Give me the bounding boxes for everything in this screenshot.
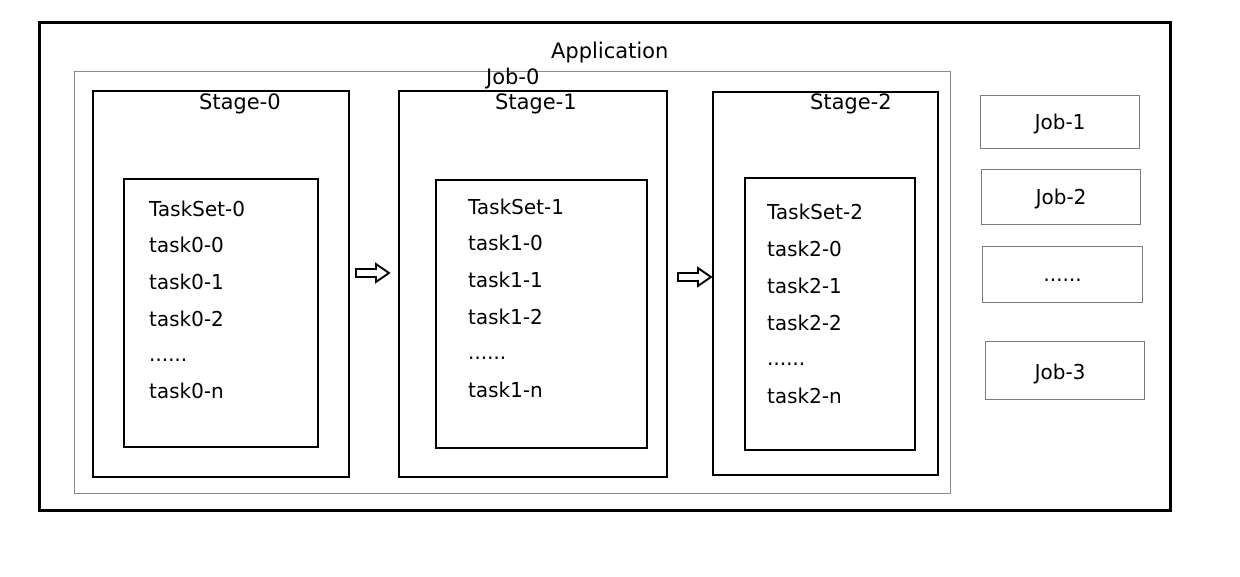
taskset-1-box xyxy=(435,179,648,449)
job-more-box xyxy=(982,246,1143,303)
job-1-label: Job-1 xyxy=(1034,110,1086,134)
task-item: task1-1 xyxy=(468,268,543,292)
task-ellipsis: ...... xyxy=(767,346,806,370)
task-item: task2-2 xyxy=(767,311,842,335)
job-3-box xyxy=(985,341,1145,400)
job-more-label: ...... xyxy=(1043,262,1082,286)
right-arrow-icon xyxy=(677,266,713,288)
application-label: Application xyxy=(551,39,669,63)
taskset-1-label: TaskSet-1 xyxy=(468,195,564,219)
task-item: task0-n xyxy=(149,379,224,403)
taskset-2-box xyxy=(744,177,916,451)
task-ellipsis: ...... xyxy=(149,342,188,366)
job-2-label: Job-2 xyxy=(1035,185,1087,209)
stage-0-box xyxy=(92,90,350,478)
application-box xyxy=(38,21,1172,512)
right-arrow-icon xyxy=(355,262,391,284)
task-item: task1-2 xyxy=(468,305,543,329)
taskset-2-label: TaskSet-2 xyxy=(767,200,863,224)
task-ellipsis: ...... xyxy=(468,340,507,364)
job-1-box xyxy=(980,95,1140,149)
taskset-0-label: TaskSet-0 xyxy=(149,197,245,221)
stage-1-box xyxy=(398,90,668,478)
job-0-label: Job-0 xyxy=(486,65,540,89)
stage-2-label: Stage-2 xyxy=(810,90,892,114)
job-2-box xyxy=(981,169,1141,225)
job-0-box xyxy=(74,71,951,494)
task-item: task0-1 xyxy=(149,270,224,294)
task-item: task2-1 xyxy=(767,274,842,298)
task-item: task1-0 xyxy=(468,231,543,255)
job-3-label: Job-3 xyxy=(1034,360,1086,384)
stage-0-label: Stage-0 xyxy=(199,90,281,114)
task-item: task2-n xyxy=(767,384,842,408)
taskset-0-box xyxy=(123,178,319,448)
task-item: task2-0 xyxy=(767,237,842,261)
task-item: task1-n xyxy=(468,378,543,402)
task-item: task0-0 xyxy=(149,233,224,257)
task-item: task0-2 xyxy=(149,307,224,331)
stage-1-label: Stage-1 xyxy=(495,90,577,114)
stage-2-box xyxy=(712,91,939,476)
